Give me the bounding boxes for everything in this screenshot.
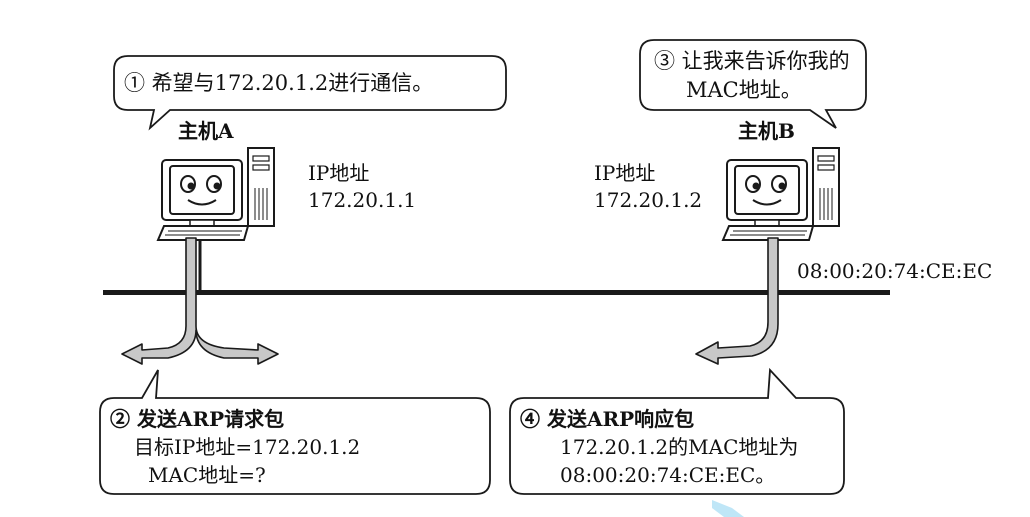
host-b-label: 主机B bbox=[738, 119, 795, 143]
decorative-mark bbox=[712, 500, 744, 517]
host-b-speech-bubble bbox=[639, 39, 867, 129]
arp-request-line1: 目标IP地址=172.20.1.2 bbox=[134, 435, 361, 459]
arp-request-bubble bbox=[99, 369, 491, 495]
host-a-ip-value: 172.20.1.1 bbox=[308, 188, 417, 212]
host-b-speech-line1: ③ 让我来告诉你我的 bbox=[654, 49, 850, 73]
arp-reply-line1: 172.20.1.2的MAC地址为 bbox=[560, 435, 799, 459]
host-a-label: 主机A bbox=[178, 119, 234, 143]
arp-request-line2: MAC地址=? bbox=[148, 463, 266, 487]
arp-reply-bubble bbox=[509, 367, 845, 495]
arp-reply-line2: 08:00:20:74:CE:EC。 bbox=[560, 463, 776, 487]
arp-reply-title: ④ 发送ARP响应包 bbox=[520, 407, 695, 431]
host-a-speech-bubble bbox=[113, 55, 507, 131]
host-b-ip-label: IP地址 bbox=[594, 161, 656, 185]
host-a-speech-text: ① 希望与172.20.1.2进行通信。 bbox=[124, 71, 434, 95]
host-b-mac-value: 08:00:20:74:CE:EC bbox=[797, 259, 993, 283]
host-a-computer-icon bbox=[157, 147, 275, 241]
host-b-computer-icon bbox=[722, 147, 840, 241]
host-b-speech-line2: MAC地址。 bbox=[686, 78, 802, 102]
reply-arrow-icon bbox=[695, 237, 779, 365]
host-b-ip-value: 172.20.1.2 bbox=[594, 188, 703, 212]
host-a-ip-label: IP地址 bbox=[308, 161, 370, 185]
broadcast-arrow-icon bbox=[121, 237, 279, 365]
arp-request-title: ② 发送ARP请求包 bbox=[110, 407, 285, 431]
network-bus bbox=[103, 290, 890, 295]
